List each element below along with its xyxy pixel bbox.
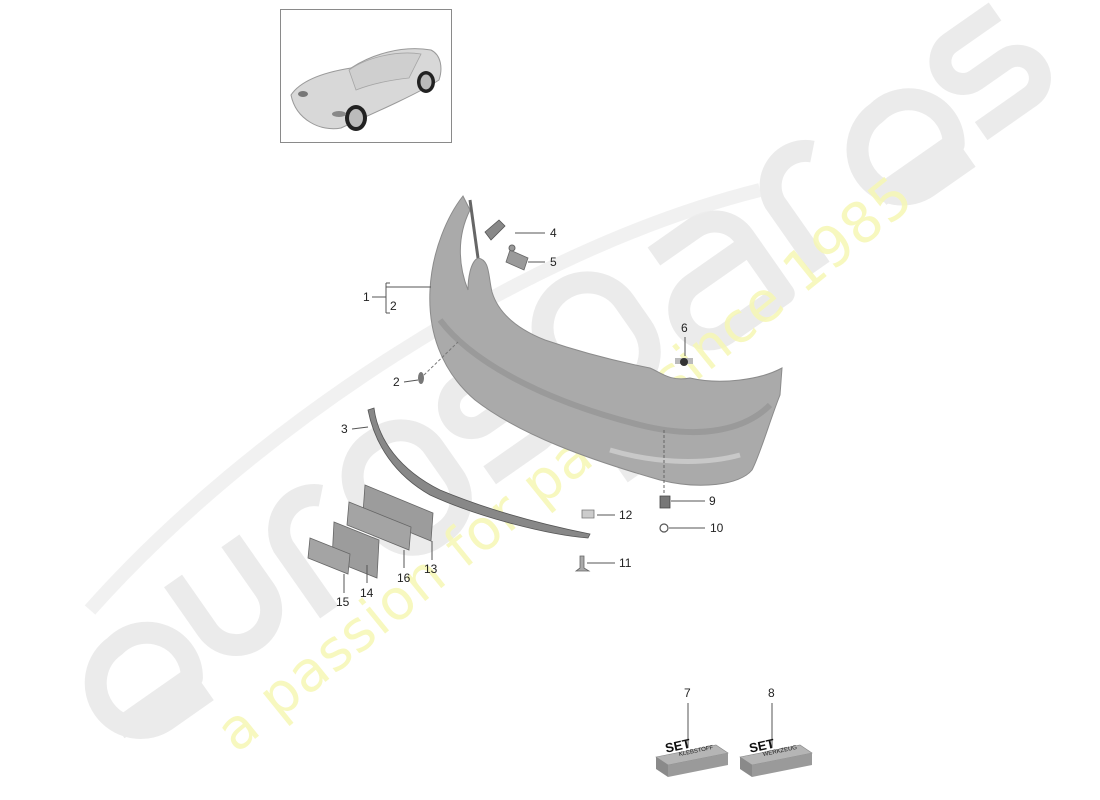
callout-10[interactable]: 10 (710, 521, 724, 535)
car-thumbnail (280, 9, 452, 143)
callout-5[interactable]: 5 (550, 255, 557, 269)
callout-15[interactable]: 15 (336, 595, 350, 609)
callout-4[interactable]: 4 (550, 226, 557, 240)
callout-11[interactable]: 11 (619, 556, 632, 570)
callout-7[interactable]: 7 (684, 686, 691, 700)
callout-12[interactable]: 12 (619, 508, 633, 522)
callout-1[interactable]: 1 (363, 290, 370, 304)
tool-kit-box (739, 744, 813, 777)
callout-13[interactable]: 13 (424, 562, 438, 576)
callout-9[interactable]: 9 (709, 494, 716, 508)
callout-8[interactable]: 8 (768, 686, 775, 700)
callout-3[interactable]: 3 (341, 422, 348, 436)
callout-2-group[interactable]: 2 (390, 299, 397, 313)
callout-16[interactable]: 16 (397, 571, 411, 585)
callout-2[interactable]: 2 (393, 375, 400, 389)
callout-14[interactable]: 14 (360, 586, 374, 600)
callout-6[interactable]: 6 (681, 321, 688, 335)
adhesive-kit-box (655, 744, 729, 777)
car-icon (290, 48, 442, 131)
